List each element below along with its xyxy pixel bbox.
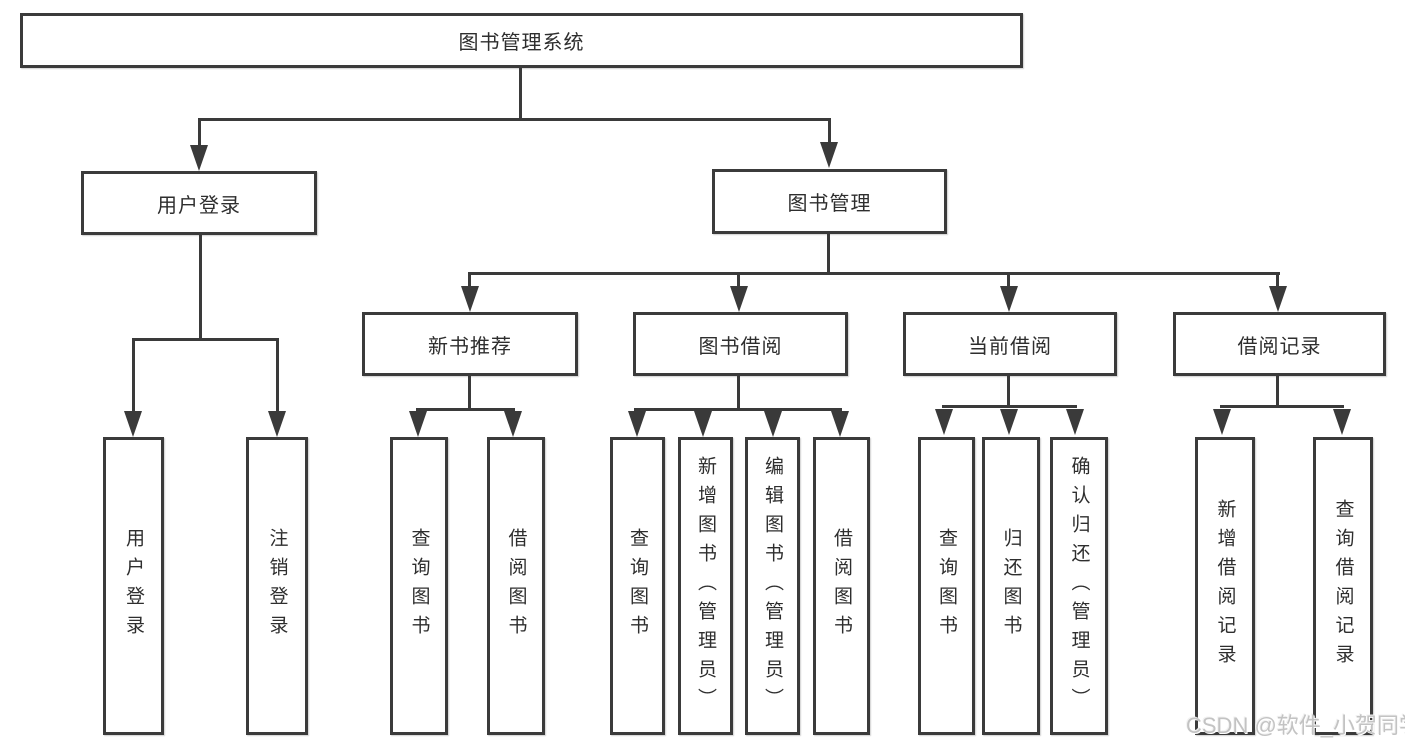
arrow-down-icon — [504, 411, 522, 437]
node-label: 编辑图书（管理员） — [762, 455, 783, 717]
arrow-down-icon — [268, 411, 286, 437]
arrow-down-icon — [730, 286, 748, 312]
node-new-book-recommend: 新书推荐 — [362, 312, 578, 376]
arrow-down-icon — [935, 409, 953, 435]
connector-line — [132, 338, 135, 411]
node-book-borrowing: 图书借阅 — [633, 312, 848, 376]
connector-line — [737, 376, 740, 408]
node-label: 新增图书（管理员） — [695, 455, 716, 717]
node-leaf-confirm-return-admin: 确认归还（管理员） — [1050, 437, 1108, 735]
arrow-down-icon — [190, 145, 208, 171]
connector-line — [942, 405, 1077, 408]
arrow-down-icon — [124, 411, 142, 437]
connector-line — [198, 118, 201, 146]
node-leaf-add-borrow-record: 新增借阅记录 — [1195, 437, 1255, 735]
connector-line — [1220, 405, 1344, 408]
arrow-down-icon — [764, 411, 782, 437]
node-user-login: 用户登录 — [81, 171, 317, 235]
node-leaf-add-book-admin: 新增图书（管理员） — [678, 437, 733, 735]
node-library-system: 图书管理系统 — [20, 13, 1023, 68]
arrow-down-icon — [1000, 286, 1018, 312]
node-label: 查询图书 — [408, 528, 430, 644]
node-label: 查询借阅记录 — [1332, 499, 1354, 673]
node-borrow-records: 借阅记录 — [1173, 312, 1386, 376]
connector-line — [132, 338, 279, 341]
arrow-down-icon — [820, 142, 838, 168]
arrow-down-icon — [1333, 409, 1351, 435]
node-label: 借阅图书 — [505, 528, 527, 644]
node-leaf-edit-book-admin: 编辑图书（管理员） — [745, 437, 800, 735]
connector-line — [1007, 272, 1010, 288]
node-leaf-borrow-book: 借阅图书 — [813, 437, 870, 735]
connector-line — [827, 234, 830, 275]
node-label: 查询图书 — [936, 528, 957, 644]
csdn-watermark: CSDN @软件_小贺同学 — [1186, 713, 1405, 738]
connector-line — [634, 408, 842, 411]
arrow-down-icon — [461, 286, 479, 312]
connector-line — [416, 408, 515, 411]
connector-line — [1007, 376, 1010, 405]
node-label: 用户登录 — [157, 194, 241, 217]
node-label: 图书管理 — [787, 193, 872, 215]
node-leaf-logout: 注销登录 — [246, 437, 308, 735]
node-label: 当前借阅 — [968, 335, 1052, 358]
connector-line — [519, 68, 522, 118]
node-label: 归还图书 — [1000, 528, 1022, 644]
node-label: 查询图书 — [627, 528, 648, 644]
connector-line — [828, 118, 831, 144]
node-label: 注销登录 — [266, 528, 288, 644]
arrow-down-icon — [831, 411, 849, 437]
arrow-down-icon — [1000, 409, 1018, 435]
connector-line — [468, 272, 471, 288]
arrow-down-icon — [694, 411, 712, 437]
node-leaf-user-login: 用户登录 — [103, 437, 164, 735]
connector-line — [276, 338, 279, 411]
node-leaf-search-book: 查询图书 — [610, 437, 665, 735]
node-label: 借阅记录 — [1237, 335, 1322, 358]
connector-line — [468, 376, 471, 408]
arrow-down-icon — [1213, 409, 1231, 435]
node-label: 用户登录 — [123, 528, 144, 644]
connector-line — [468, 272, 1280, 275]
arrow-down-icon — [1066, 409, 1084, 435]
node-leaf-return-book: 归还图书 — [982, 437, 1040, 735]
connector-line — [199, 235, 202, 338]
connector-line — [1276, 376, 1279, 405]
node-book-management: 图书管理 — [712, 169, 947, 234]
connector-line — [737, 272, 740, 288]
connector-line — [198, 118, 831, 121]
arrow-down-icon — [628, 411, 646, 437]
node-current-borrowing: 当前借阅 — [903, 312, 1117, 376]
node-label: 借阅图书 — [831, 528, 852, 644]
node-leaf-search-book: 查询图书 — [390, 437, 448, 735]
connector-line — [1276, 272, 1279, 288]
node-label: 新增借阅记录 — [1214, 499, 1236, 673]
node-leaf-borrow-book: 借阅图书 — [487, 437, 545, 735]
arrow-down-icon — [1269, 286, 1287, 312]
node-label: 新书推荐 — [428, 335, 512, 358]
node-leaf-search-borrow-record: 查询借阅记录 — [1313, 437, 1373, 735]
node-label: 确认归还（管理员） — [1068, 455, 1090, 717]
node-leaf-search-book: 查询图书 — [918, 437, 975, 735]
node-label: 图书借阅 — [698, 335, 783, 358]
arrow-down-icon — [409, 411, 427, 437]
node-label: 图书管理系统 — [458, 32, 585, 54]
